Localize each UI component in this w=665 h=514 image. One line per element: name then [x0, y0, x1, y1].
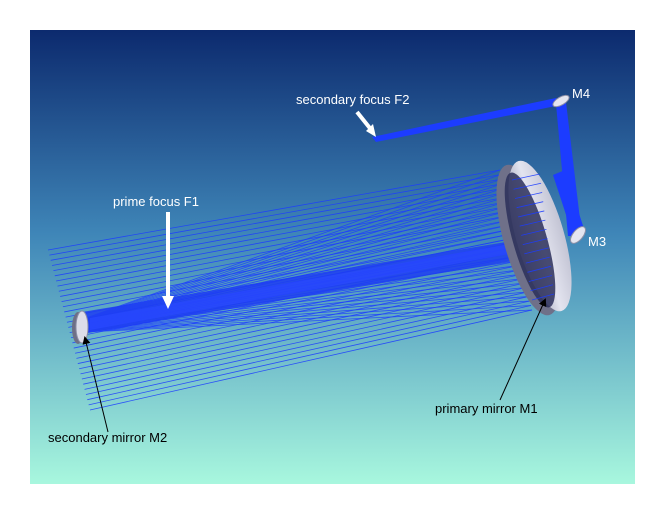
incoming-ray	[60, 210, 510, 297]
incoming-ray	[57, 201, 508, 287]
converging-ray	[85, 305, 531, 332]
arrow-head-secondary-focus	[366, 124, 376, 137]
incoming-ray	[83, 287, 527, 385]
return-beam-core	[90, 242, 520, 330]
leader-secondary-mirror	[82, 336, 109, 433]
incoming-ray	[89, 309, 533, 411]
ray-stub	[530, 284, 554, 292]
converging-ray	[85, 287, 527, 331]
mirror-m3	[570, 226, 586, 244]
converging-ray	[85, 296, 529, 332]
incoming-ray	[84, 291, 528, 390]
ray-stub	[516, 201, 544, 209]
incoming-ray	[49, 174, 502, 256]
incoming-ray	[53, 187, 505, 272]
ray-stub	[527, 265, 551, 273]
ray-stub	[524, 247, 549, 255]
arrow-head-prime-focus	[162, 296, 174, 309]
label-primary-mirror: primary mirror M1	[435, 401, 538, 416]
incoming-ray	[80, 277, 525, 375]
ray-stub	[525, 256, 550, 264]
secondary-mirror-m2	[72, 310, 89, 344]
incoming-ray	[51, 183, 504, 266]
converging-ray	[85, 300, 530, 332]
beam-m3-to-m4	[556, 102, 582, 236]
ray-stub	[518, 210, 545, 218]
incoming-ray	[58, 205, 509, 292]
incoming-ray	[85, 296, 529, 395]
incoming-ray	[81, 282, 526, 380]
leader-primary-mirror	[499, 298, 547, 401]
converging-ray	[85, 192, 506, 321]
converging-ray	[85, 174, 502, 319]
mirror-m4	[552, 94, 570, 108]
incoming-ray	[88, 305, 532, 406]
incoming-ray	[54, 192, 506, 277]
label-secondary-focus: secondary focus F2	[296, 92, 409, 107]
incoming-ray	[47, 169, 501, 251]
ray-stub	[531, 293, 555, 301]
converging-ray	[85, 183, 504, 320]
label-m3: M3	[588, 234, 606, 249]
converging-ray	[85, 187, 505, 321]
incoming-ray	[64, 223, 513, 313]
ray-stub	[521, 228, 547, 236]
ray-stub	[522, 238, 548, 246]
converging-ray	[85, 291, 528, 331]
rays-through-m1	[511, 173, 555, 301]
label-m4: M4	[572, 86, 590, 101]
ray-stub	[519, 219, 546, 227]
converging-ray	[85, 309, 533, 333]
ray-stub	[528, 275, 552, 282]
converging-ray	[85, 178, 503, 320]
ray-stub	[511, 173, 541, 181]
incoming-ray	[50, 178, 503, 261]
converging-ray	[85, 169, 501, 319]
ray-stub	[514, 192, 543, 199]
label-secondary-mirror: secondary mirror M2	[48, 430, 167, 445]
incoming-ray	[61, 214, 511, 303]
ray-stub	[513, 182, 542, 190]
label-prime-focus: prime focus F1	[113, 194, 199, 209]
incoming-ray	[87, 300, 531, 401]
converging-ray	[85, 282, 526, 330]
beam-m4-to-f2	[372, 98, 566, 142]
